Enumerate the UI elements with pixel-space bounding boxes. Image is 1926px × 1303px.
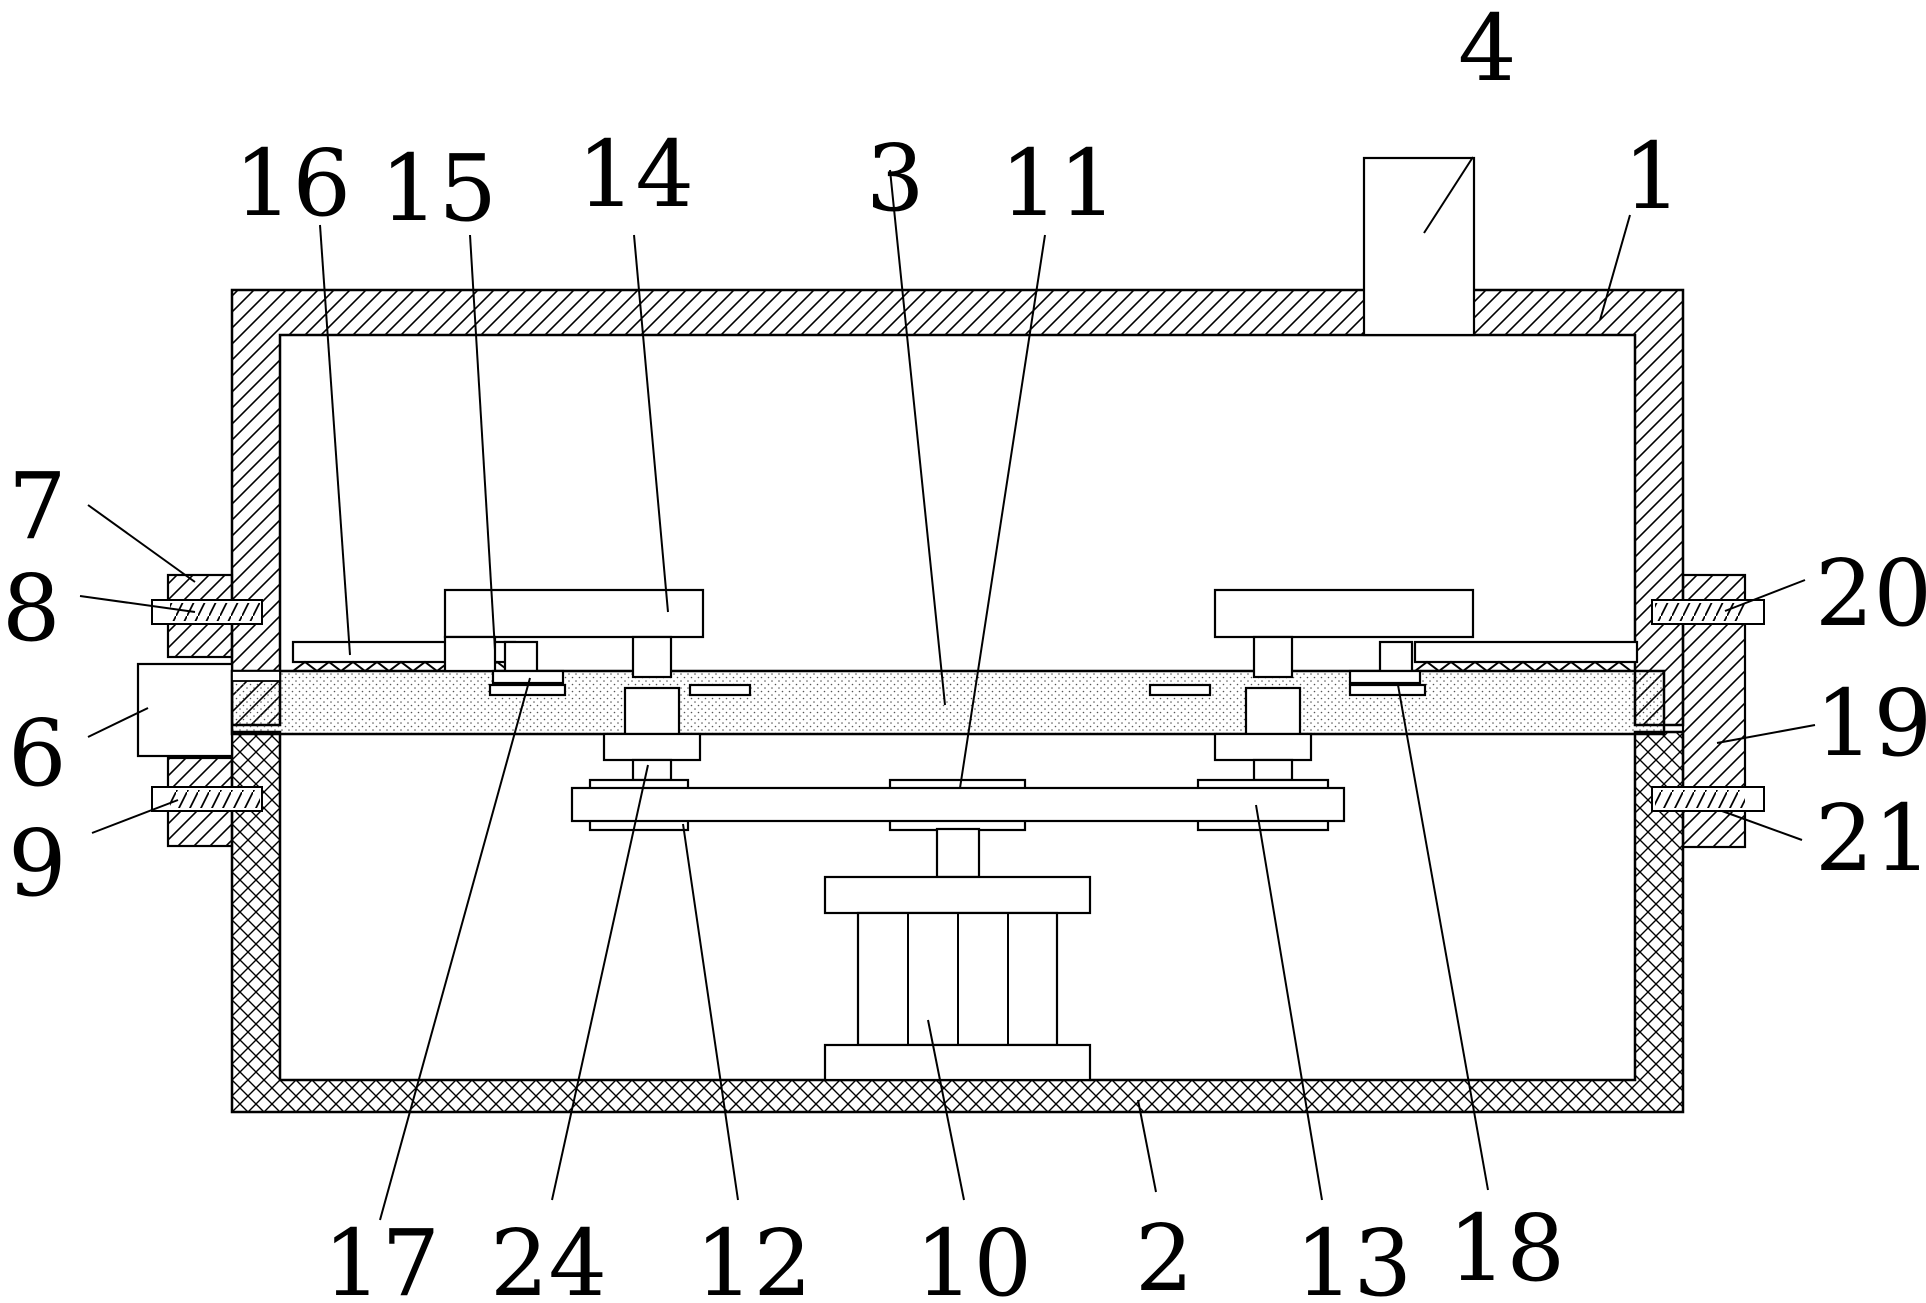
label-24: 24 <box>490 1210 607 1303</box>
label-20: 20 <box>1815 540 1926 647</box>
leader-lines <box>79 156 1816 1221</box>
sliding-plate <box>230 669 1666 736</box>
label-6: 6 <box>8 700 67 807</box>
left-pawl <box>503 640 539 673</box>
label-7: 7 <box>8 453 67 560</box>
right-clamp-plate <box>1213 588 1475 639</box>
label-9: 9 <box>8 810 67 917</box>
label-3: 3 <box>866 125 925 232</box>
top-port-block <box>1362 156 1476 337</box>
label-11: 11 <box>1000 130 1117 237</box>
plate-slot <box>1148 683 1212 697</box>
left-handle-block <box>136 662 234 758</box>
right-pawl-base <box>1348 669 1422 685</box>
label-4: 4 <box>1458 0 1517 102</box>
label-16: 16 <box>234 130 351 237</box>
left-upper-clamp <box>151 573 263 659</box>
plate-slot <box>688 683 752 697</box>
left-clamp-block <box>443 635 497 673</box>
label-21: 21 <box>1815 785 1926 892</box>
label-19: 19 <box>1815 670 1926 777</box>
label-18: 18 <box>1448 1195 1565 1302</box>
label-15: 15 <box>380 135 497 242</box>
drive-belt <box>570 778 1346 832</box>
right-clamp-assembly <box>1651 573 1765 849</box>
left-pawl-base <box>491 669 565 685</box>
label-8: 8 <box>2 555 61 662</box>
label-12: 12 <box>695 1210 812 1303</box>
label-14: 14 <box>577 121 694 228</box>
right-rack <box>1413 640 1639 673</box>
left-shaft <box>602 635 702 782</box>
plate-slot <box>1348 683 1427 697</box>
label-17: 17 <box>323 1210 440 1303</box>
label-1: 1 <box>1623 123 1682 230</box>
label-13: 13 <box>1295 1210 1412 1303</box>
label-10: 10 <box>915 1210 1032 1303</box>
right-pawl <box>1378 640 1414 673</box>
left-lower-clamp <box>151 756 263 848</box>
left-clamp-plate <box>443 588 705 639</box>
label-2: 2 <box>1135 1205 1194 1303</box>
motor <box>823 827 1092 1082</box>
right-shaft <box>1213 635 1313 782</box>
